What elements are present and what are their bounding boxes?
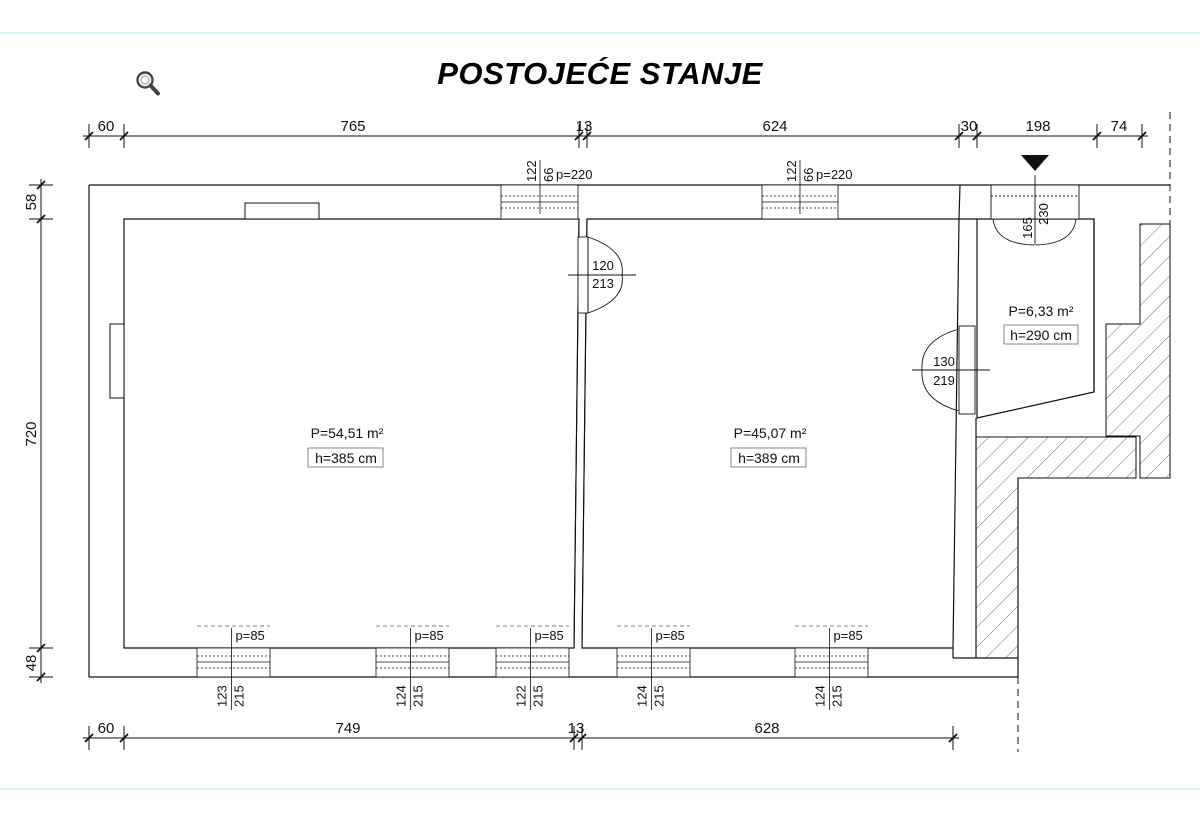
bottom-window-4-height: 215 xyxy=(652,685,667,707)
room-1-label: P=54,51 m² h=385 cm xyxy=(307,425,384,468)
door-1-width: 120 xyxy=(592,258,614,273)
dim-top-0: 60 xyxy=(98,118,115,135)
dimension-labels-left: 58 720 48 xyxy=(23,194,40,672)
door-3-width: 165 xyxy=(1020,217,1035,239)
bottom-window-5 xyxy=(794,625,869,710)
bottom-window-3 xyxy=(495,625,570,710)
top-window-2-width: 122 xyxy=(784,160,799,182)
room-2-label: P=45,07 m² h=389 cm xyxy=(730,425,807,468)
bottom-window-3-sill: p=85 xyxy=(535,628,564,643)
dimension-lines xyxy=(29,124,1148,750)
bottom-windows xyxy=(196,625,869,710)
dimension-labels-bottom: 60 749 13 628 xyxy=(98,720,780,737)
door-3-height: 230 xyxy=(1036,203,1051,225)
top-window-1-width: 122 xyxy=(524,160,539,182)
door-2-height: 219 xyxy=(933,373,955,388)
dim-bottom-0: 60 xyxy=(98,720,115,737)
dim-top-4: 30 xyxy=(961,118,978,135)
room-1-height: h=385 cm xyxy=(315,450,377,466)
dim-bottom-1: 749 xyxy=(335,720,360,737)
bottom-window-3-height: 215 xyxy=(531,685,546,707)
magnifier-icon[interactable] xyxy=(134,68,162,98)
bottom-window-1-width: 123 xyxy=(215,685,230,707)
doors xyxy=(568,155,1080,415)
dim-top-1: 765 xyxy=(340,118,365,135)
top-window-2-height: 66 xyxy=(801,168,816,182)
dimension-line-left xyxy=(29,179,53,683)
dim-top-5: 198 xyxy=(1025,118,1050,135)
page-title: POSTOJEĆE STANJE xyxy=(437,56,763,91)
dimension-line-bottom xyxy=(83,726,959,750)
bottom-window-2-height: 215 xyxy=(411,685,426,707)
top-window-labels: 122 66 p=220 122 66 p=220 xyxy=(524,160,853,182)
dimension-line-top xyxy=(83,124,1148,148)
top-window-2-sill: p=220 xyxy=(816,167,853,182)
door-2-width: 130 xyxy=(933,354,955,369)
bottom-window-5-width: 124 xyxy=(813,685,828,707)
bottom-window-1-height: 215 xyxy=(232,685,247,707)
bottom-window-3-width: 122 xyxy=(514,685,529,707)
entrance-marker-icon xyxy=(1021,155,1049,171)
room-3-label: P=6,33 m² h=290 cm xyxy=(1003,303,1079,345)
top-window-1-sill: p=220 xyxy=(556,167,593,182)
bottom-window-5-height: 215 xyxy=(830,685,845,707)
bottom-window-2 xyxy=(375,625,450,710)
bottom-window-2-sill: p=85 xyxy=(415,628,444,643)
dim-left-0: 58 xyxy=(23,194,40,211)
dim-top-2: 13 xyxy=(576,118,593,135)
niches xyxy=(109,202,320,399)
top-window-1-height: 66 xyxy=(541,168,556,182)
room-3-height: h=290 cm xyxy=(1010,327,1072,343)
dim-bottom-3: 628 xyxy=(754,720,779,737)
hatched-wall-right xyxy=(975,223,1171,659)
dim-left-2: 48 xyxy=(23,655,40,672)
top-windows xyxy=(500,160,839,220)
dim-top-3: 624 xyxy=(762,118,787,135)
dimension-labels-top: 60 765 13 624 30 198 74 xyxy=(98,118,1128,135)
bottom-window-4-sill: p=85 xyxy=(656,628,685,643)
door-1-height: 213 xyxy=(592,276,614,291)
bottom-window-1-sill: p=85 xyxy=(236,628,265,643)
dim-left-1: 720 xyxy=(23,421,40,446)
bottom-window-4-width: 124 xyxy=(635,685,650,707)
room-2-area: P=45,07 m² xyxy=(734,425,807,441)
bottom-window-2-width: 124 xyxy=(394,685,409,707)
bottom-window-1 xyxy=(196,625,271,710)
dim-bottom-2: 13 xyxy=(568,720,585,737)
room-2-height: h=389 cm xyxy=(738,450,800,466)
door-labels: 120 213 130 219 165 230 xyxy=(592,203,1051,388)
bottom-window-4 xyxy=(616,625,691,710)
bottom-window-5-sill: p=85 xyxy=(834,628,863,643)
room-3-area: P=6,33 m² xyxy=(1009,303,1074,319)
room-1-area: P=54,51 m² xyxy=(311,425,384,441)
dim-top-6: 74 xyxy=(1111,118,1128,135)
